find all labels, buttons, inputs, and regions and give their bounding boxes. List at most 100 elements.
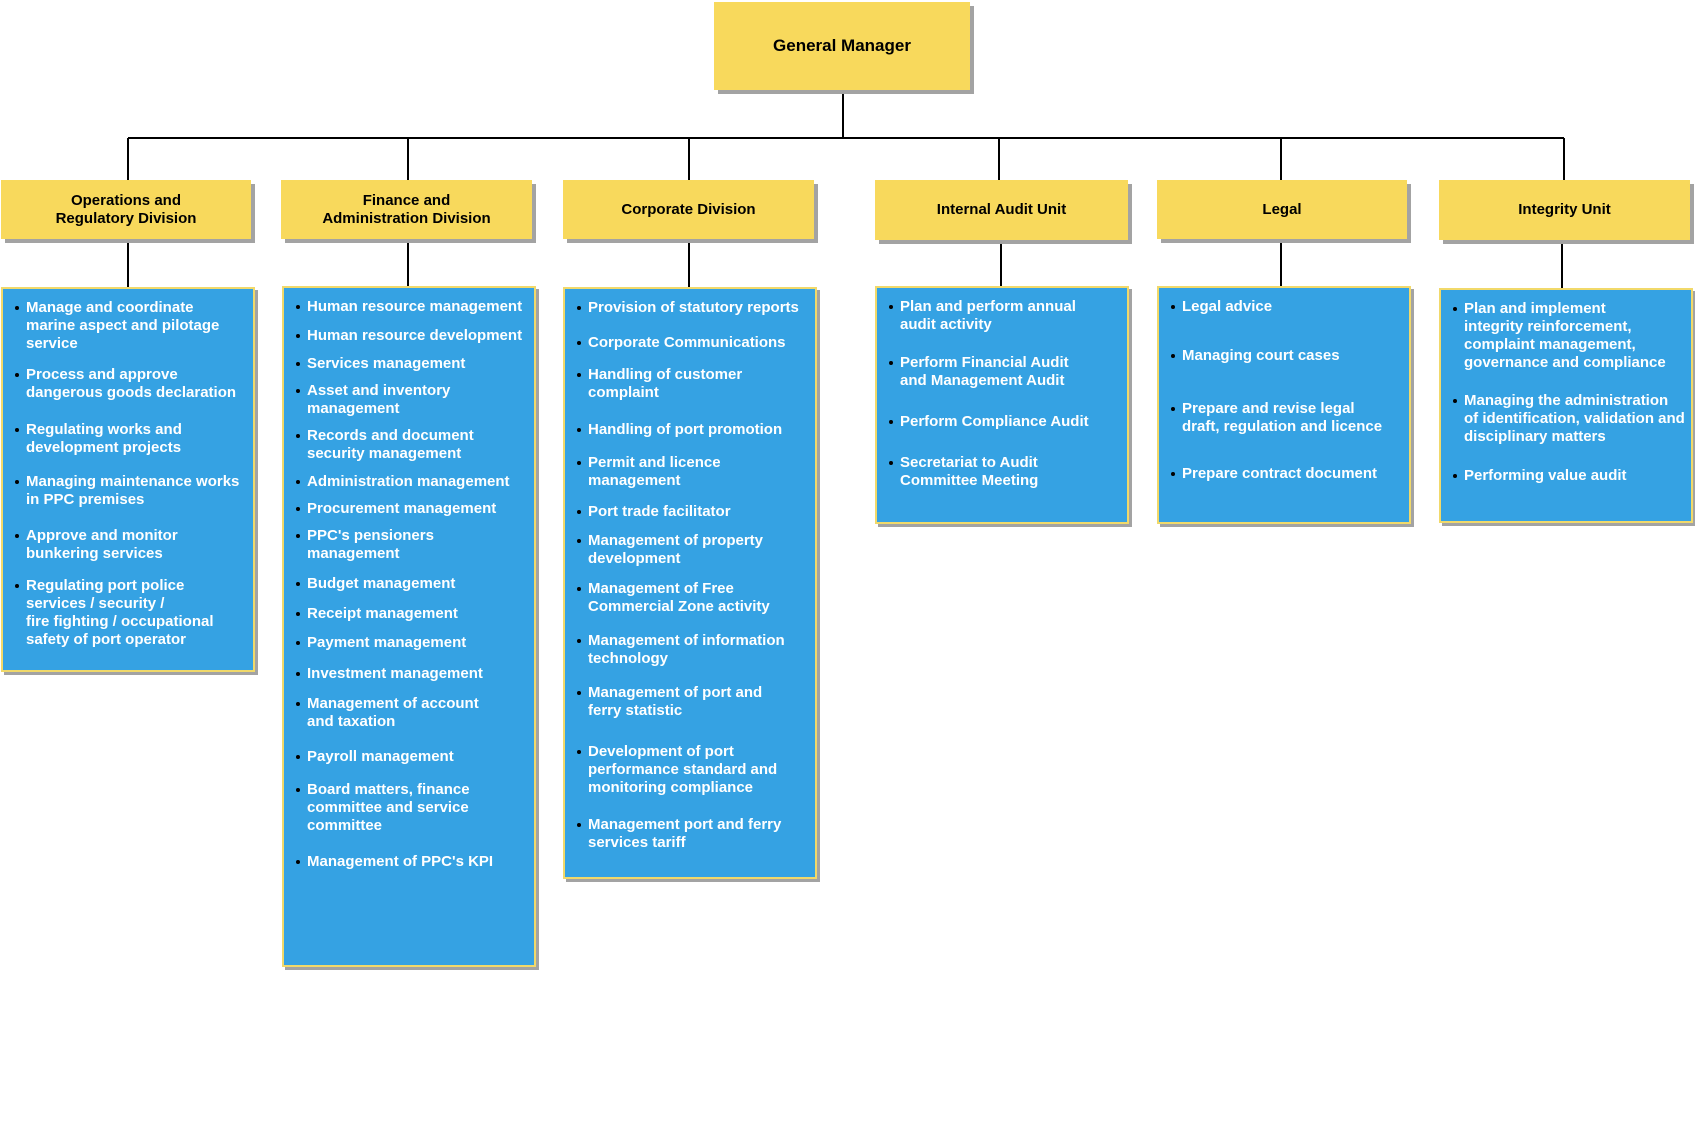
bullet-icon bbox=[296, 755, 300, 759]
bullet-icon bbox=[296, 389, 300, 393]
integrity-unit-responsibilities bbox=[1439, 288, 1693, 523]
responsibility-item: Investment management bbox=[307, 665, 483, 682]
bullet-icon bbox=[1453, 399, 1457, 403]
bullet-icon bbox=[296, 362, 300, 366]
bullet-icon bbox=[577, 750, 581, 754]
bullet-icon bbox=[1171, 472, 1175, 476]
responsibility-item: Prepare and revise legal draft, regulati… bbox=[1182, 400, 1383, 435]
finance-and-administration-division-label: Finance and Administration Division bbox=[322, 191, 491, 227]
bullet-icon bbox=[296, 702, 300, 706]
bullet-icon bbox=[296, 582, 300, 586]
bullet-icon bbox=[577, 461, 581, 465]
bullet-icon bbox=[15, 306, 19, 310]
responsibility-item: Management port and ferry services tarif… bbox=[588, 816, 782, 851]
bullet-icon bbox=[15, 534, 19, 538]
bullet-icon bbox=[577, 823, 581, 827]
responsibility-item: Performing value audit bbox=[1464, 467, 1627, 484]
responsibility-item: Human resource development bbox=[307, 327, 523, 344]
internal-audit-unit-label: Internal Audit Unit bbox=[936, 201, 1067, 218]
responsibility-item: Process and approve dangerous goods decl… bbox=[26, 366, 237, 401]
bullet-icon bbox=[577, 341, 581, 345]
responsibility-item: Board matters, finance committee and ser… bbox=[307, 781, 470, 834]
bullet-icon bbox=[1453, 307, 1457, 311]
bullet-icon bbox=[577, 510, 581, 514]
bullet-icon bbox=[577, 373, 581, 377]
corporate-division-header: Corporate Division bbox=[563, 180, 814, 239]
operations-and-regulatory-division-responsibilities bbox=[1, 287, 255, 672]
responsibility-item: Permit and licence management bbox=[588, 454, 721, 489]
bullet-icon bbox=[1171, 305, 1175, 309]
responsibility-item: Managing maintenance works in PPC premis… bbox=[26, 473, 240, 508]
bullet-icon bbox=[296, 612, 300, 616]
integrity-unit-label: Integrity Unit bbox=[1518, 201, 1611, 218]
responsibility-item: Payroll management bbox=[307, 748, 454, 765]
responsibility-item: PPC's pensioners management bbox=[307, 527, 434, 562]
bullet-icon bbox=[577, 691, 581, 695]
bullet-icon bbox=[296, 860, 300, 864]
bullet-icon bbox=[15, 584, 19, 588]
responsibility-item: Human resource management bbox=[307, 298, 523, 315]
bullet-icon bbox=[889, 305, 893, 309]
responsibility-item: Management of property development bbox=[588, 532, 764, 567]
responsibility-item: Management of account and taxation bbox=[307, 695, 479, 730]
responsibility-item: Budget management bbox=[307, 575, 456, 592]
general-manager-label: General Manager bbox=[773, 36, 911, 55]
bullet-icon bbox=[296, 507, 300, 511]
responsibility-item: Corporate Communications bbox=[588, 334, 786, 351]
legal-label: Legal bbox=[1262, 200, 1302, 218]
bullet-icon bbox=[577, 428, 581, 432]
responsibility-item: Asset and inventory management bbox=[307, 382, 451, 417]
internal-audit-unit-responsibilities bbox=[875, 286, 1129, 524]
bullet-icon bbox=[296, 534, 300, 538]
bullet-icon bbox=[296, 434, 300, 438]
responsibility-item: Provision of statutory reports bbox=[588, 299, 799, 316]
operations-and-regulatory-division-header: Operations and Regulatory Division bbox=[1, 180, 251, 239]
responsibility-item: Manage and coordinate marine aspect and … bbox=[26, 299, 220, 352]
legal-header: Legal bbox=[1157, 180, 1407, 239]
responsibility-item: Plan and implement integrity reinforceme… bbox=[1464, 300, 1666, 371]
responsibility-item: Management of PPC's KPI bbox=[307, 853, 494, 870]
bullet-icon bbox=[15, 480, 19, 484]
bullet-icon bbox=[296, 788, 300, 792]
responsibility-item: Development of port performance standard… bbox=[588, 743, 778, 796]
integrity-unit-header: Integrity Unit bbox=[1439, 180, 1690, 240]
responsibility-item: Services management bbox=[307, 355, 466, 372]
bullet-icon bbox=[296, 480, 300, 484]
responsibility-item: Records and document security management bbox=[307, 427, 474, 462]
responsibility-item: Administration management bbox=[307, 473, 510, 490]
responsibility-item: Plan and perform annual audit activity bbox=[900, 298, 1076, 333]
bullet-icon bbox=[889, 461, 893, 465]
responsibility-item: Receipt management bbox=[307, 605, 458, 622]
responsibility-item: Regulating port police services / securi… bbox=[26, 577, 214, 648]
finance-and-administration-division-header: Finance and Administration Division bbox=[281, 180, 532, 239]
responsibility-item: Managing the administration of identific… bbox=[1464, 392, 1685, 445]
bullet-icon bbox=[577, 587, 581, 591]
internal-audit-unit-header: Internal Audit Unit bbox=[875, 180, 1128, 240]
responsibility-item: Prepare contract document bbox=[1182, 465, 1378, 482]
bullet-icon bbox=[296, 334, 300, 338]
finance-and-administration-division-responsibilities bbox=[282, 286, 536, 967]
corporate-division-responsibilities bbox=[563, 287, 817, 879]
responsibility-item: Management of port and ferry statistic bbox=[588, 684, 763, 719]
responsibility-item: Handling of port promotion bbox=[588, 421, 783, 438]
legal-responsibilities bbox=[1157, 286, 1411, 524]
responsibility-item: Legal advice bbox=[1182, 298, 1273, 315]
responsibility-item: Perform Compliance Audit bbox=[900, 413, 1089, 430]
bullet-icon bbox=[15, 428, 19, 432]
responsibility-item: Management of information technology bbox=[588, 632, 785, 667]
bullet-icon bbox=[1453, 474, 1457, 478]
bullet-icon bbox=[577, 306, 581, 310]
bullet-icon bbox=[1171, 354, 1175, 358]
responsibility-item: Secretariat to Audit Committee Meeting bbox=[900, 454, 1039, 489]
bullet-icon bbox=[889, 420, 893, 424]
bullet-icon bbox=[296, 305, 300, 309]
general-manager-box: General Manager bbox=[714, 2, 970, 90]
responsibility-item: Handling of customer complaint bbox=[588, 366, 743, 401]
responsibility-item: Regulating works and development project… bbox=[26, 421, 182, 456]
responsibility-item: Procurement management bbox=[307, 500, 497, 517]
corporate-division-label: Corporate Division bbox=[621, 200, 756, 218]
responsibility-item: Payment management bbox=[307, 634, 467, 651]
responsibility-item: Port trade facilitator bbox=[588, 503, 731, 520]
bullet-icon bbox=[577, 539, 581, 543]
bullet-icon bbox=[577, 639, 581, 643]
